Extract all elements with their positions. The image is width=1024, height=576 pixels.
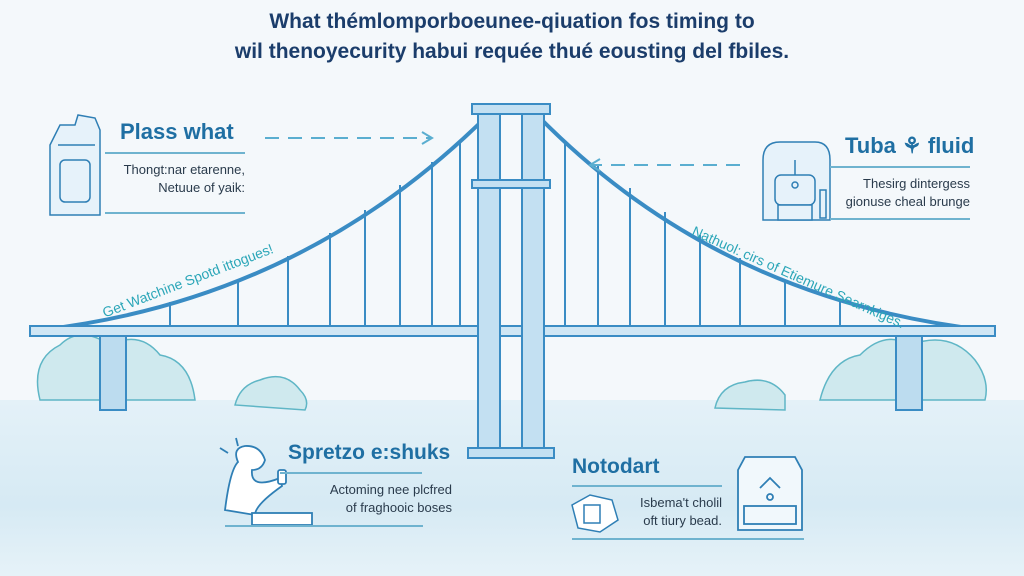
- bag-icon: [571, 494, 619, 533]
- panel-body-bottom-left: Actoming nee plcfred of fraghooic boses: [280, 481, 452, 517]
- bridge-deck: [29, 325, 996, 337]
- panel-text: Netuue of yaik:: [158, 180, 245, 195]
- divider: [830, 218, 970, 220]
- cabinet-icon: [737, 456, 803, 531]
- right-pier: [895, 334, 923, 411]
- divider: [280, 472, 422, 474]
- divider: [572, 538, 804, 540]
- divider: [572, 485, 722, 487]
- water-background: [0, 400, 1024, 576]
- panel-text: Thesirg dintergess: [863, 176, 970, 191]
- panel-text: of fraghooic boses: [345, 500, 452, 515]
- title-line-1: What thémlomporboeunee-qiuation fos timi…: [269, 10, 755, 33]
- arrow-right-to-tower: [588, 158, 740, 172]
- panel-text: gionuse cheal brunge: [845, 194, 970, 209]
- panel-heading-top-left: Plass what: [120, 119, 234, 144]
- panel-text: Actoming nee plcfred: [329, 482, 452, 497]
- left-pier: [99, 334, 127, 411]
- panel-text: oft tiury bead.: [643, 513, 722, 528]
- divider: [105, 152, 245, 154]
- panel-body-top-left: Thongt:nar etarenne, Netuue of yaik:: [105, 161, 245, 197]
- panel-text: Isbema't cholil: [640, 495, 722, 510]
- main-cable-left: [39, 116, 487, 332]
- divider: [830, 166, 970, 168]
- machine-icon: [762, 141, 831, 221]
- panel-text: Thongt:nar etarenne,: [123, 162, 245, 177]
- panel-heading-bottom-right: Notodart: [572, 455, 660, 478]
- bush-right: [714, 338, 987, 411]
- arrow-left-to-tower: [265, 131, 434, 145]
- panel-heading-bottom-left: Spretzo e:shuks: [288, 441, 451, 464]
- hangers: [169, 140, 841, 326]
- title-line-2: wil thenoyecurity habui requée thué eous…: [234, 40, 790, 63]
- bush-left: [36, 334, 308, 411]
- tower: [467, 103, 555, 459]
- divider: [105, 212, 245, 214]
- person-icon: [219, 437, 313, 526]
- panel-heading-top-right: Tuba ⚘ fluid: [845, 133, 975, 158]
- panel-body-top-right: Thesirg dintergess gionuse cheal brunge: [830, 175, 970, 211]
- divider: [225, 525, 423, 527]
- panel-body-bottom-right: Isbema't cholil oft tiury bead.: [620, 494, 722, 530]
- building-icon: [49, 114, 101, 216]
